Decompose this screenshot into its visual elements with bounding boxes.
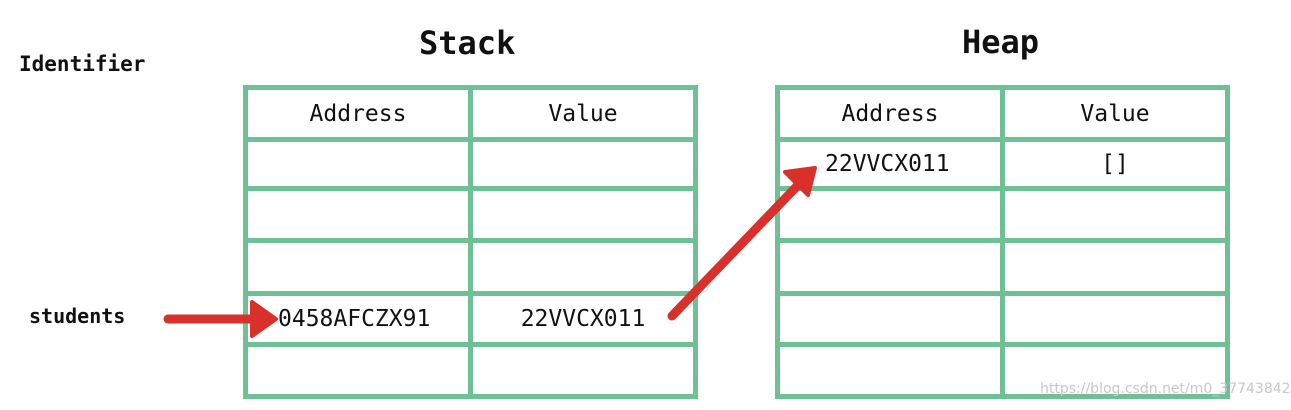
stack-value-cell [468, 186, 698, 243]
heap-header-value: Value [1000, 85, 1230, 142]
identifier-column-label: Identifier [19, 52, 146, 76]
stack-row [243, 238, 698, 296]
heap-value-cell [1000, 186, 1230, 243]
stack-title: Stack [419, 24, 516, 62]
stack-value-cell [468, 238, 698, 296]
heap-address-cell [775, 291, 1005, 347]
stack-value-cell [468, 137, 698, 191]
stack-header-address: Address [243, 85, 473, 142]
stack-row: 0458AFCZX91 22VVCX011 [243, 291, 698, 347]
heap-table: Address Value 22VVCX011 [] [775, 85, 1230, 399]
stack-row [243, 186, 698, 243]
heap-row [775, 186, 1230, 243]
stack-address-cell [243, 186, 473, 243]
stack-value-cell [468, 342, 698, 399]
heap-address-cell [775, 238, 1005, 296]
watermark: https://blog.csdn.net/m0_37743842 [1040, 381, 1291, 397]
stack-row [243, 137, 698, 191]
stack-address-cell [243, 342, 473, 399]
stack-table: Address Value 0458AFCZX91 22VVCX011 [243, 85, 698, 399]
identifier-students: students [29, 304, 126, 328]
heap-header-row: Address Value [775, 85, 1230, 142]
heap-row [775, 342, 1230, 399]
heap-header-address: Address [775, 85, 1005, 142]
heap-row [775, 238, 1230, 296]
heap-row: 22VVCX011 [] [775, 137, 1230, 191]
heap-address-cell [775, 186, 1005, 243]
heap-value-cell [1000, 291, 1230, 347]
heap-address-cell [775, 342, 1005, 399]
stack-header-row: Address Value [243, 85, 698, 142]
stack-address-cell: 0458AFCZX91 [243, 291, 473, 347]
heap-value-cell: [] [1000, 137, 1230, 191]
heap-address-cell: 22VVCX011 [775, 137, 1005, 191]
heap-value-cell [1000, 342, 1230, 399]
stack-row [243, 342, 698, 399]
stack-address-cell [243, 137, 473, 191]
stack-address-cell [243, 238, 473, 296]
heap-row [775, 291, 1230, 347]
heap-title: Heap [962, 23, 1040, 61]
stack-header-value: Value [468, 85, 698, 142]
heap-value-cell [1000, 238, 1230, 296]
stack-value-cell: 22VVCX011 [468, 291, 698, 347]
